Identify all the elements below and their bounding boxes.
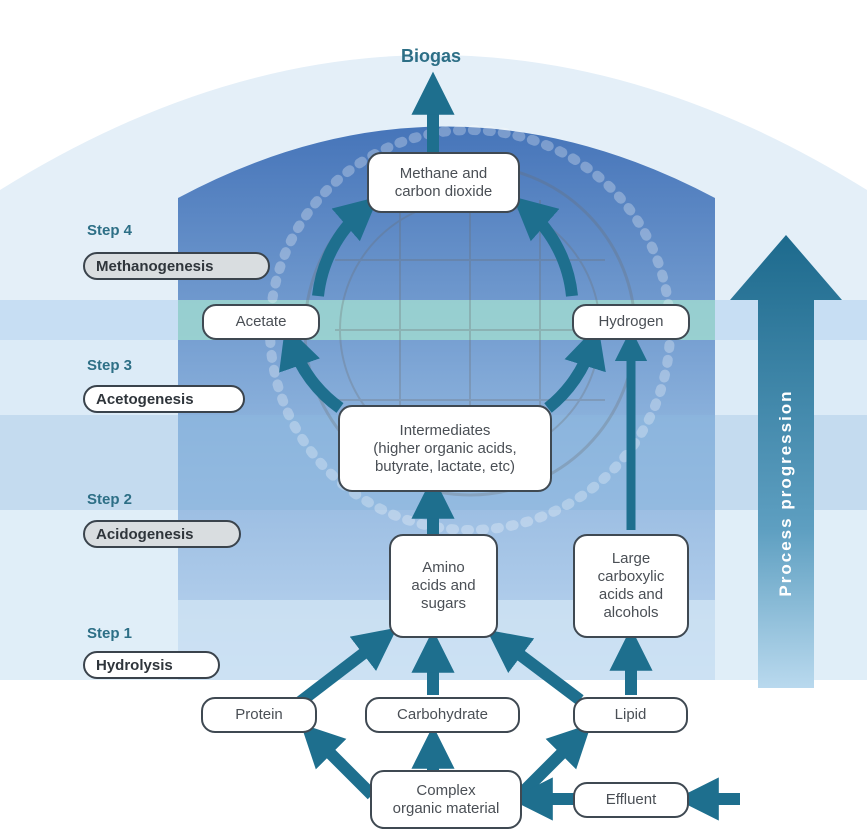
carbohydrate-label: Carbohydrate bbox=[397, 706, 488, 723]
arc-intermediates-to-acetate bbox=[279, 324, 344, 413]
node-acetate: Acetate bbox=[202, 304, 320, 340]
arrow-lipid-to-amino bbox=[486, 629, 584, 705]
process-progression-label: Process progression bbox=[776, 389, 795, 597]
node-lipid: Lipid bbox=[573, 697, 688, 733]
amino-line-1: Amino bbox=[422, 559, 465, 576]
lipid-label: Lipid bbox=[614, 706, 647, 723]
intermediates-line-1: Intermediates bbox=[399, 421, 491, 439]
large-acids-line-3: acids and bbox=[598, 586, 664, 603]
phase-hydrolysis: Hydrolysis bbox=[83, 651, 220, 679]
protein-label: Protein bbox=[235, 706, 283, 723]
node-amino-acids-sugars: Amino acids and sugars bbox=[389, 534, 498, 638]
acetate-label: Acetate bbox=[235, 313, 287, 330]
intermediates-line-2: (higher organic acids, bbox=[373, 439, 517, 457]
step-1-label: Step 1 bbox=[87, 625, 133, 642]
biogas-title: Biogas bbox=[401, 46, 462, 66]
arc-hydrogen-to-methane bbox=[512, 196, 578, 297]
hydrogen-label: Hydrogen bbox=[598, 313, 664, 330]
step-4-label: Step 4 bbox=[87, 222, 133, 239]
arrow-complex-to-lipid bbox=[515, 723, 592, 800]
arrow-protein-to-amino bbox=[296, 627, 398, 707]
arc-intermediates-to-hydrogen bbox=[544, 324, 606, 413]
arc-acetate-to-methane bbox=[312, 196, 379, 297]
node-hydrogen: Hydrogen bbox=[572, 304, 690, 340]
step-3-label: Step 3 bbox=[87, 357, 133, 374]
node-complex-organic-material: Complex organic material bbox=[370, 770, 522, 829]
node-intermediates: Intermediates (higher organic acids, but… bbox=[338, 405, 552, 492]
large-acids-line-1: Large bbox=[611, 550, 651, 567]
effluent-label: Effluent bbox=[605, 791, 657, 808]
step-2-label: Step 2 bbox=[87, 491, 133, 508]
node-carbohydrate: Carbohydrate bbox=[365, 697, 520, 733]
methane-line-1: Methane and bbox=[399, 164, 488, 182]
amino-line-2: acids and bbox=[411, 577, 476, 594]
node-large-carboxylic-acids: Large carboxylic acids and alcohols bbox=[573, 534, 689, 638]
phase-methanogenesis: Methanogenesis bbox=[83, 252, 270, 280]
amino-line-3: sugars bbox=[420, 595, 467, 612]
complex-line-2: organic material bbox=[392, 799, 500, 817]
large-acids-line-2: carboxylic bbox=[597, 568, 665, 585]
complex-line-1: Complex bbox=[416, 781, 476, 799]
phase-acidogenesis: Acidogenesis bbox=[83, 520, 241, 548]
intermediates-line-3: butyrate, lactate, etc) bbox=[374, 457, 516, 475]
arrow-complex-to-protein bbox=[300, 723, 377, 800]
node-effluent: Effluent bbox=[573, 782, 689, 818]
process-progression-arrow bbox=[730, 235, 842, 688]
node-protein: Protein bbox=[201, 697, 317, 733]
large-acids-line-4: alcohols bbox=[603, 604, 659, 621]
methane-line-2: carbon dioxide bbox=[394, 182, 493, 200]
phase-acetogenesis: Acetogenesis bbox=[83, 385, 245, 413]
